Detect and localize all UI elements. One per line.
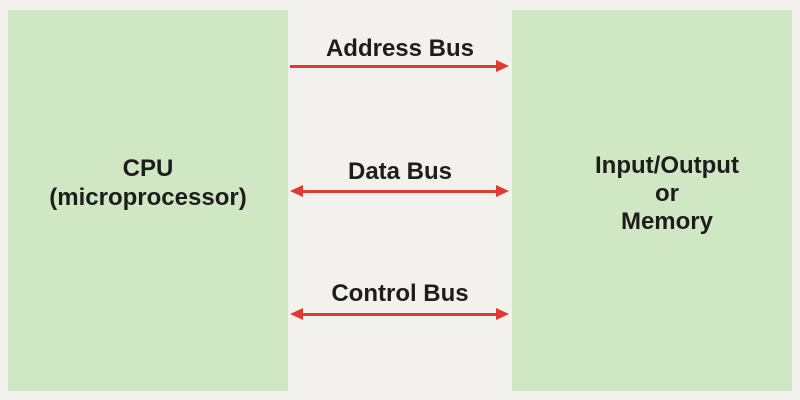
arrowhead-left-icon <box>290 185 303 197</box>
data-bus-label: Data Bus <box>347 158 453 185</box>
io-memory-block-label: Input/Output or Memory <box>595 152 739 236</box>
arrowhead-right-icon <box>496 185 509 197</box>
cpu-block-line-2: (microprocessor) <box>49 183 247 211</box>
arrowhead-left-icon <box>290 308 303 320</box>
io-memory-block-line-1: Input/Output <box>595 151 739 179</box>
control-bus-label: Control Bus <box>331 280 469 307</box>
address-bus-line <box>290 64 496 68</box>
control-bus-line <box>303 312 496 316</box>
cpu-block-line-1: CPU <box>122 154 174 182</box>
data-bus-line <box>303 189 496 193</box>
arrowhead-right-icon <box>496 308 509 320</box>
io-memory-block: Input/Output or Memory <box>512 10 792 391</box>
arrowhead-right-icon <box>496 60 509 72</box>
cpu-block: CPU (microprocessor) <box>8 10 288 391</box>
data-bus-arrow <box>290 185 509 197</box>
io-memory-block-line-3: Memory <box>620 207 713 235</box>
control-bus-arrow <box>290 308 509 320</box>
io-memory-block-line-2: or <box>654 179 679 207</box>
cpu-block-label: CPU (microprocessor) <box>49 154 246 212</box>
address-bus-arrow <box>290 60 509 72</box>
address-bus-label: Address Bus <box>325 35 475 62</box>
